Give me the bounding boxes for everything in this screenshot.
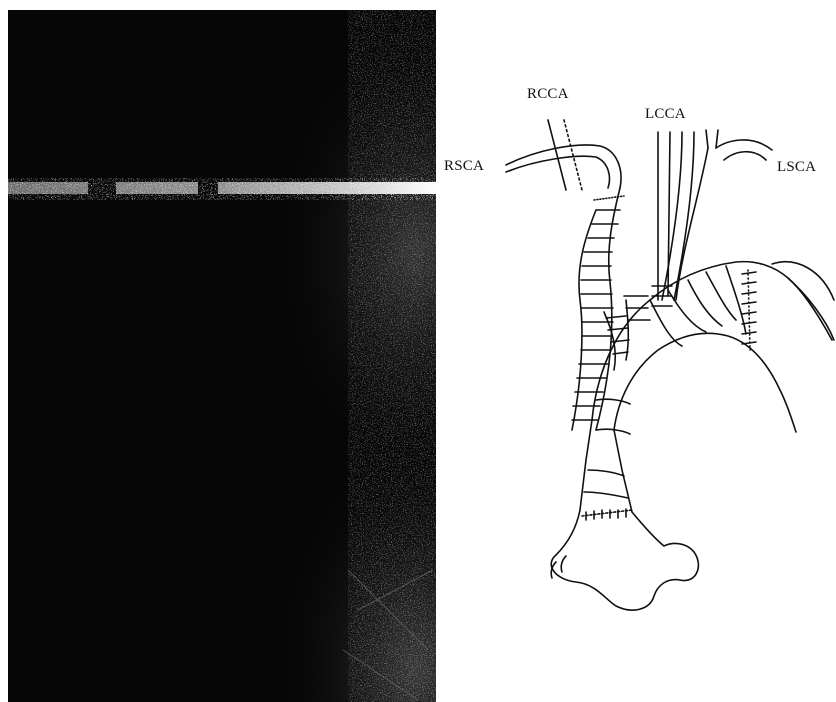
label-lsca: LSCA (777, 159, 816, 176)
speckle-texture (343, 10, 436, 702)
label-rsca: RSCA (444, 158, 484, 175)
arch-tube-graft (580, 262, 832, 520)
right-tube-graft (572, 188, 624, 430)
angiography-photo (8, 10, 436, 702)
aortic-root (551, 510, 698, 610)
label-lcca: LCCA (645, 106, 686, 123)
right-branch-vessels (506, 120, 621, 190)
aortic-arch-graft-diagram (436, 0, 836, 702)
label-rcca: RCCA (527, 86, 569, 103)
left-branch-vessels (624, 130, 772, 320)
middle-graft-limb (604, 300, 629, 370)
